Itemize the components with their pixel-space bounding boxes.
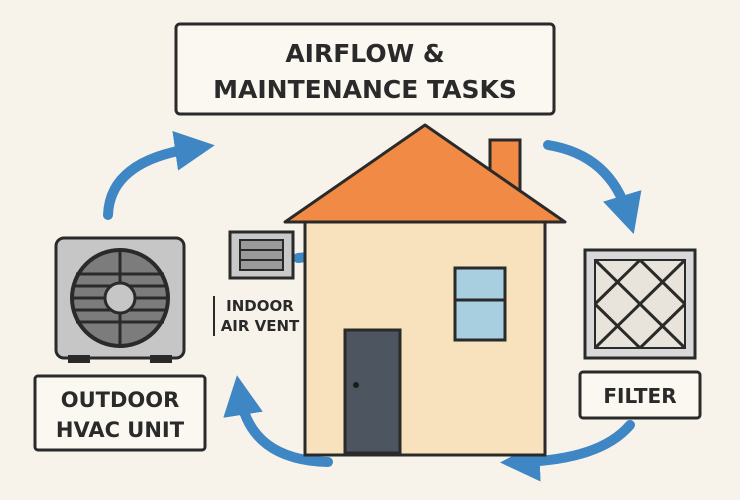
roof bbox=[283, 123, 567, 224]
air-vent-icon bbox=[228, 230, 295, 280]
window bbox=[453, 266, 507, 342]
house-wall bbox=[303, 218, 547, 457]
filter-label: FILTER bbox=[603, 384, 676, 408]
filter-label-box: FILTER bbox=[578, 370, 702, 420]
filter-icon bbox=[583, 248, 697, 360]
door bbox=[343, 328, 402, 455]
outdoor-unit-label-1: OUTDOOR bbox=[61, 388, 180, 412]
title-line-1: AIRFLOW & bbox=[285, 39, 444, 68]
outdoor-unit-label-box: OUTDOOR HVAC UNIT bbox=[33, 374, 207, 452]
indoor-vent-label-1: INDOOR bbox=[226, 297, 294, 315]
door-knob bbox=[353, 382, 359, 388]
title-box: AIRFLOW & MAINTENANCE TASKS bbox=[174, 22, 556, 116]
house bbox=[283, 123, 567, 457]
arrow-bottom-left bbox=[223, 375, 333, 467]
arrow-bottom-right bbox=[500, 420, 635, 482]
outdoor-unit-label-2: HVAC UNIT bbox=[56, 418, 185, 442]
outdoor-hvac-unit-icon bbox=[54, 236, 186, 363]
arrow-top-right bbox=[543, 140, 642, 235]
title-line-2: MAINTENANCE TASKS bbox=[213, 75, 517, 104]
arrow-top-left bbox=[103, 130, 215, 220]
indoor-vent-label-2: AIR VENT bbox=[221, 317, 300, 335]
